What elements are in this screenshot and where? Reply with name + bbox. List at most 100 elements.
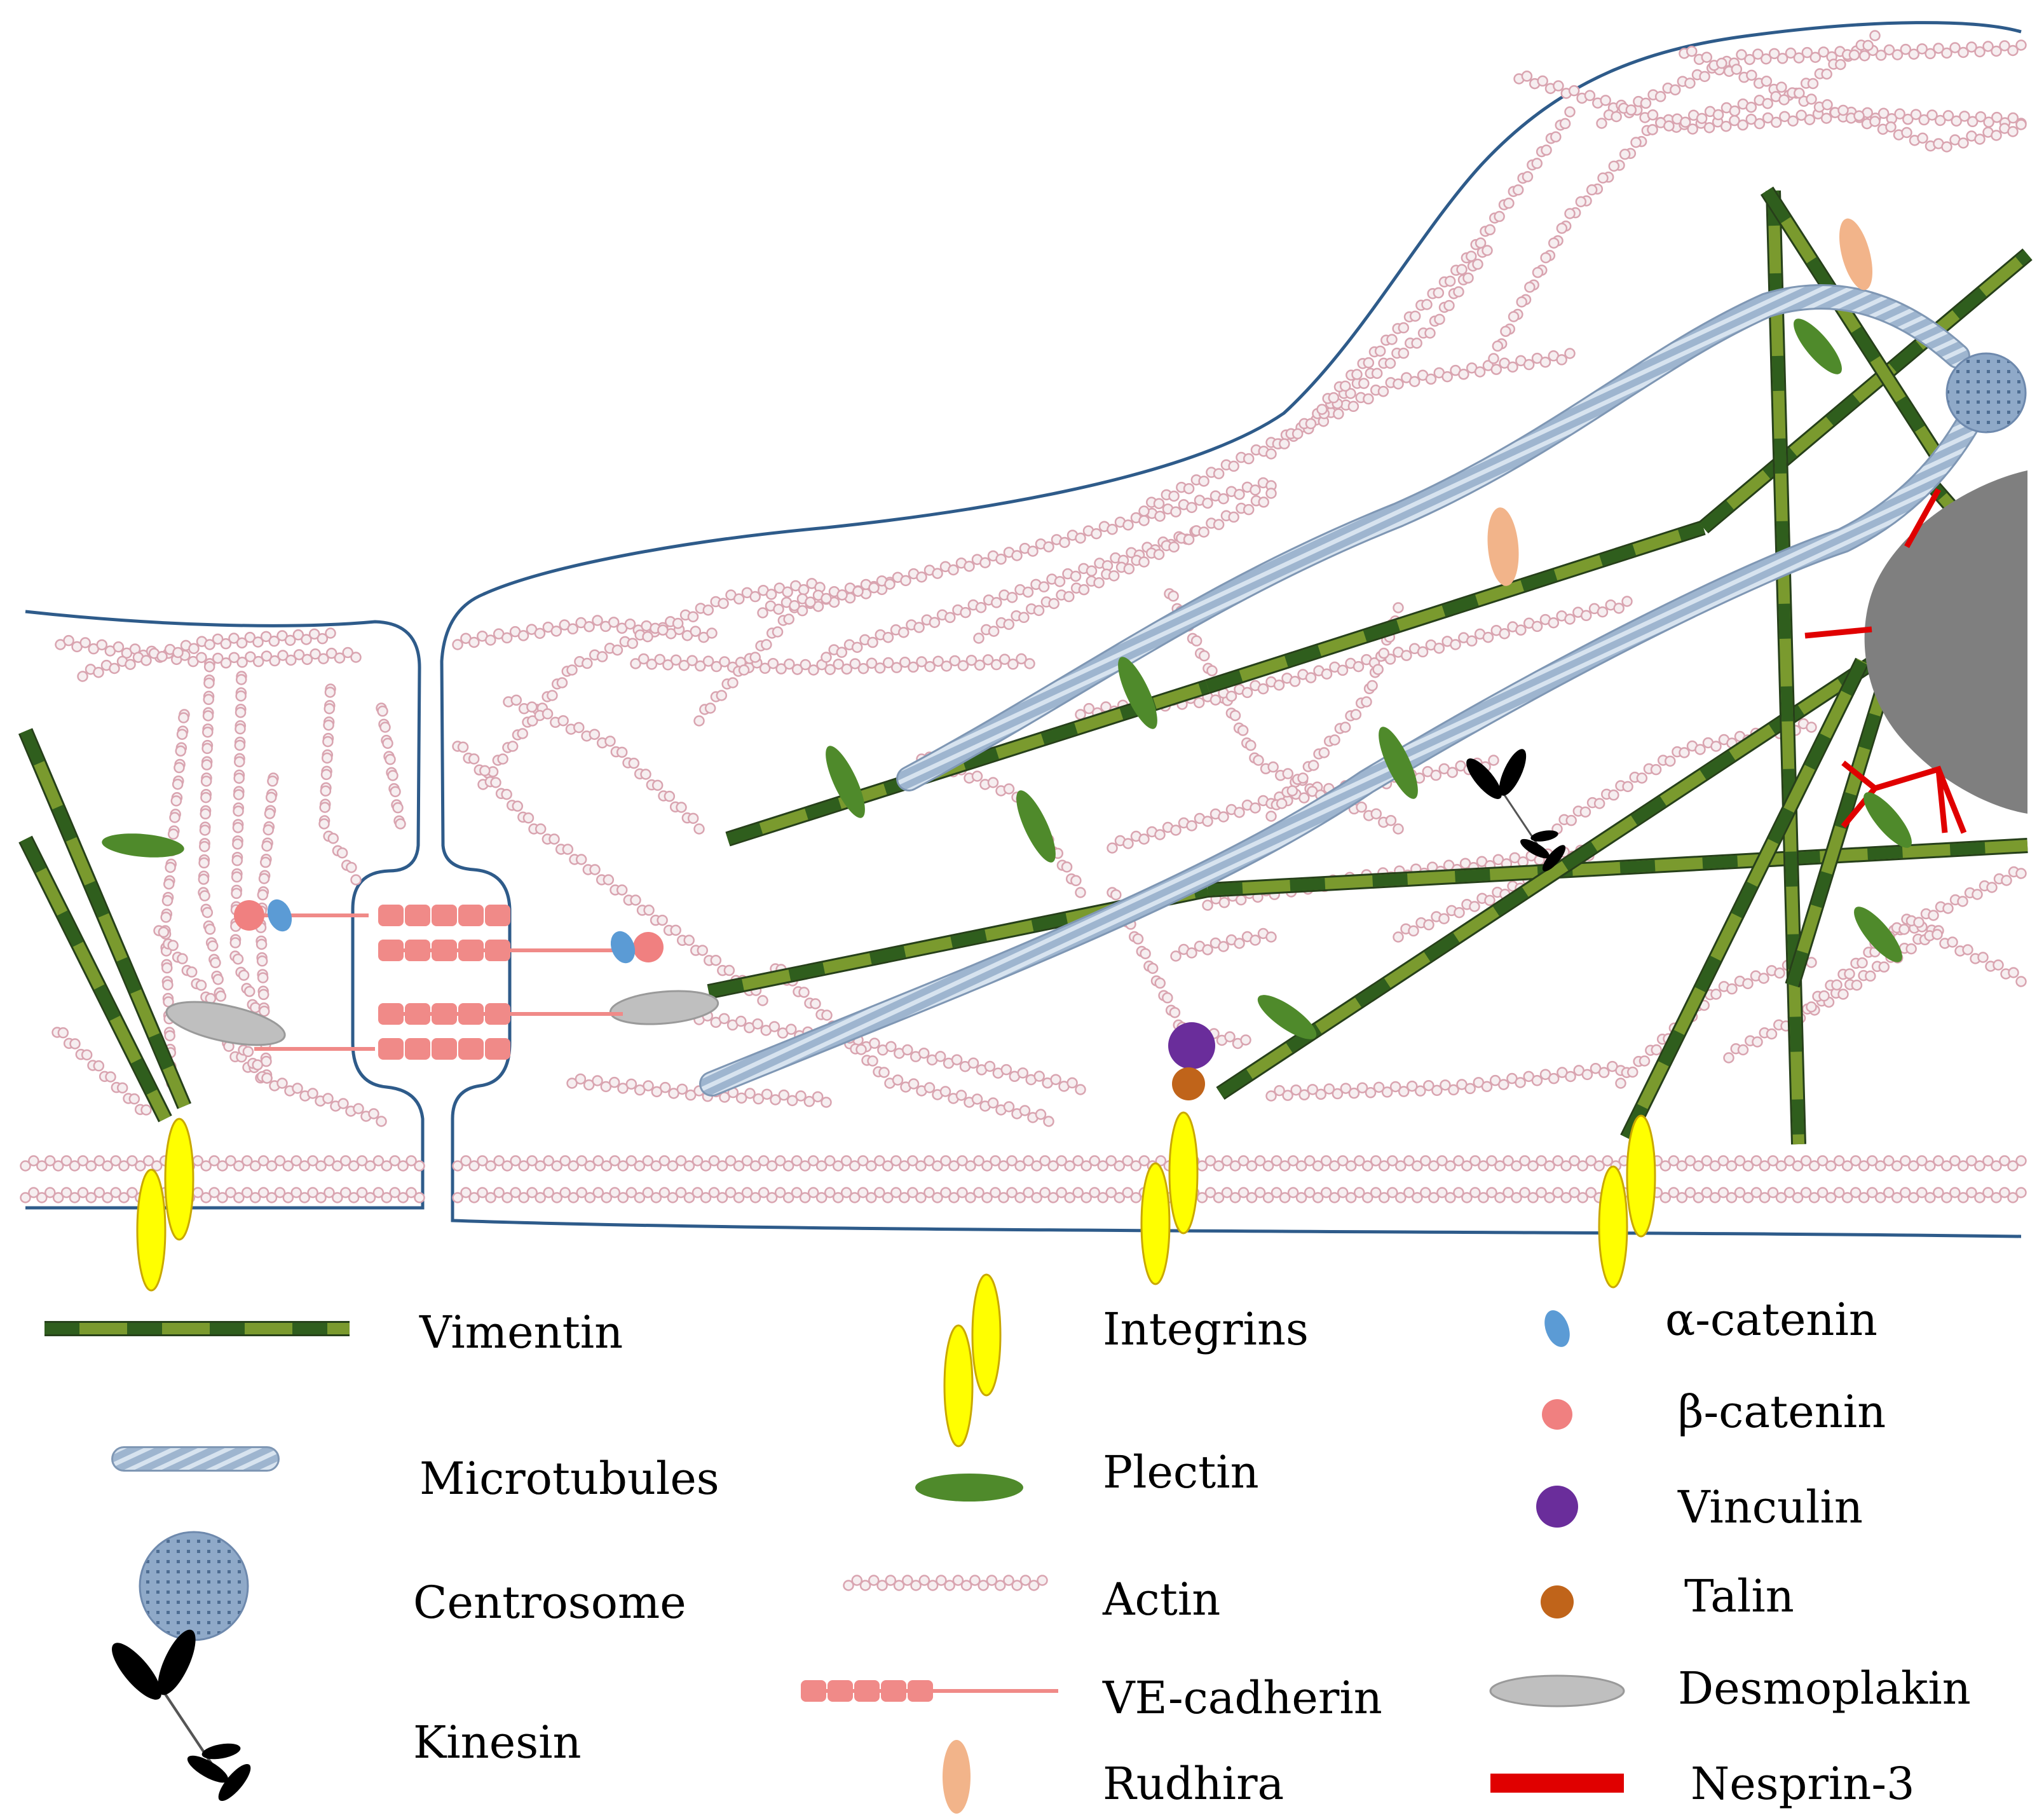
legend-icons [44, 1273, 1625, 1814]
legend-label-nesprin-3: Nesprin-3 [1691, 1758, 1915, 1810]
actin-filament [973, 488, 1277, 644]
legend-label-talin: Talin [1684, 1570, 1794, 1622]
legend-label-microtubules: Microtubules [419, 1453, 719, 1505]
vimentin-filament [1216, 654, 1879, 1100]
vimentin-filament [1205, 520, 1706, 694]
legend-label-actin: Actin [1102, 1573, 1220, 1625]
integrin-beta [1626, 1114, 1656, 1238]
microtubule [699, 407, 1983, 1097]
beta-catenin-icon [1542, 1399, 1572, 1430]
ve-cadherin-right-top [378, 940, 636, 961]
beta-catenin [633, 932, 664, 962]
actin-filament [477, 578, 826, 790]
actin-filament [1551, 718, 1817, 835]
integrin-center [1140, 1111, 1199, 1285]
integrin-beta [164, 1118, 194, 1241]
vimentin-filament [1698, 248, 2033, 534]
actin-filament [20, 1187, 425, 1203]
actin-filament [77, 627, 336, 682]
legend-label-plectin: Plectin [1103, 1446, 1259, 1498]
actin-filament [1513, 71, 2027, 135]
actin-filament [1316, 106, 1576, 415]
integrin-alpha [1140, 1162, 1171, 1285]
actin-filament [1723, 924, 1944, 1064]
desmoplakin-icon [1489, 1674, 1625, 1707]
left-cell-membrane [25, 610, 425, 1210]
integrin-beta [971, 1273, 1002, 1397]
vimentin-filament [725, 679, 1210, 847]
microtubule [896, 284, 1970, 791]
actin-filament [1679, 45, 2027, 153]
vimentin-filament [1207, 838, 2028, 898]
kinesin-icon [111, 1629, 251, 1802]
actin-filament [1265, 1060, 1626, 1102]
centrosome-icon [139, 1531, 249, 1641]
legend-label-integrins: Integrins [1103, 1303, 1309, 1355]
actin-network [20, 30, 2027, 1203]
integrin-right [1598, 1114, 1656, 1289]
nesprin-icon [1490, 1774, 1624, 1793]
plectin [1854, 907, 1902, 962]
integrin-alpha [136, 1168, 167, 1292]
plectin [1863, 792, 1912, 848]
plectin [1379, 727, 1418, 799]
integrin-alpha [1598, 1165, 1628, 1289]
plectin-icon [915, 1474, 1023, 1502]
actin-filament [1170, 927, 1277, 962]
ve-cadherin-left-bottom [378, 1038, 510, 1060]
actin-filament [821, 526, 1201, 663]
plectin [102, 833, 184, 858]
actin-filament [1265, 602, 1404, 822]
talin [1172, 1067, 1205, 1100]
actin-filament [20, 1155, 425, 1172]
integrin-left [136, 1118, 194, 1292]
actin-filament [376, 702, 406, 830]
vimentin-filament [1760, 186, 1945, 462]
legend-label-kinesin: Kinesin [413, 1716, 582, 1769]
plectin [1257, 995, 1317, 1039]
vinculin-icon [1536, 1486, 1578, 1528]
legend-label-ve-cadherin: VE-cadherin [1102, 1672, 1382, 1724]
microtubule-network [699, 284, 1983, 1097]
actin-filament [51, 1027, 152, 1116]
actin-filament [503, 694, 705, 835]
actin-filament [452, 741, 768, 1006]
actin-filament [757, 477, 1277, 619]
ve-cadherin-right-bottom [378, 1003, 623, 1025]
plectin [1016, 790, 1056, 863]
rudhira-icon [943, 1740, 971, 1814]
legend: Vimentin Microtubules Centrosome Kinesin… [44, 1273, 1971, 1814]
actin-filament [452, 1187, 2027, 1203]
actin-filament [1107, 755, 1499, 854]
ve-cadherin-left-top [378, 905, 510, 926]
legend-label-alpha-catenin: α-catenin [1665, 1294, 1877, 1346]
actin-filament [1265, 245, 1493, 460]
integrin-beta [1168, 1111, 1199, 1235]
beta-catenin [234, 900, 264, 931]
actin-filament [452, 1155, 2027, 1172]
kinesin [1466, 749, 1566, 872]
ve-cadherin-icon [801, 1680, 1058, 1702]
right-cell-membrane [440, 21, 2022, 1238]
vimentin-filament [18, 728, 192, 1109]
legend-label-desmoplakin: Desmoplakin [1678, 1662, 1971, 1714]
centrosome [1945, 352, 2027, 434]
rudhira [1487, 507, 1519, 586]
alpha-catenin [610, 931, 636, 964]
actin-filament [1075, 596, 1633, 720]
actin-filament [566, 1073, 832, 1108]
alpha-catenin [267, 899, 292, 932]
vimentin-filament [1620, 657, 1869, 1142]
desmoplakin-left [165, 1001, 286, 1046]
legend-label-vimentin: Vimentin [419, 1306, 623, 1358]
integrin-icon [943, 1273, 1002, 1447]
legend-label-vinculin: Vinculin [1677, 1481, 1863, 1533]
actin-filament [1647, 30, 1881, 135]
alpha-catenin-icon [1544, 1310, 1570, 1347]
plectin [1118, 657, 1157, 729]
actin-filament [160, 709, 190, 1089]
actin-filament [630, 653, 1035, 676]
legend-label-beta-catenin: β-catenin [1678, 1386, 1886, 1438]
linker-proteins [102, 218, 1912, 1292]
plectin [1794, 318, 1842, 374]
